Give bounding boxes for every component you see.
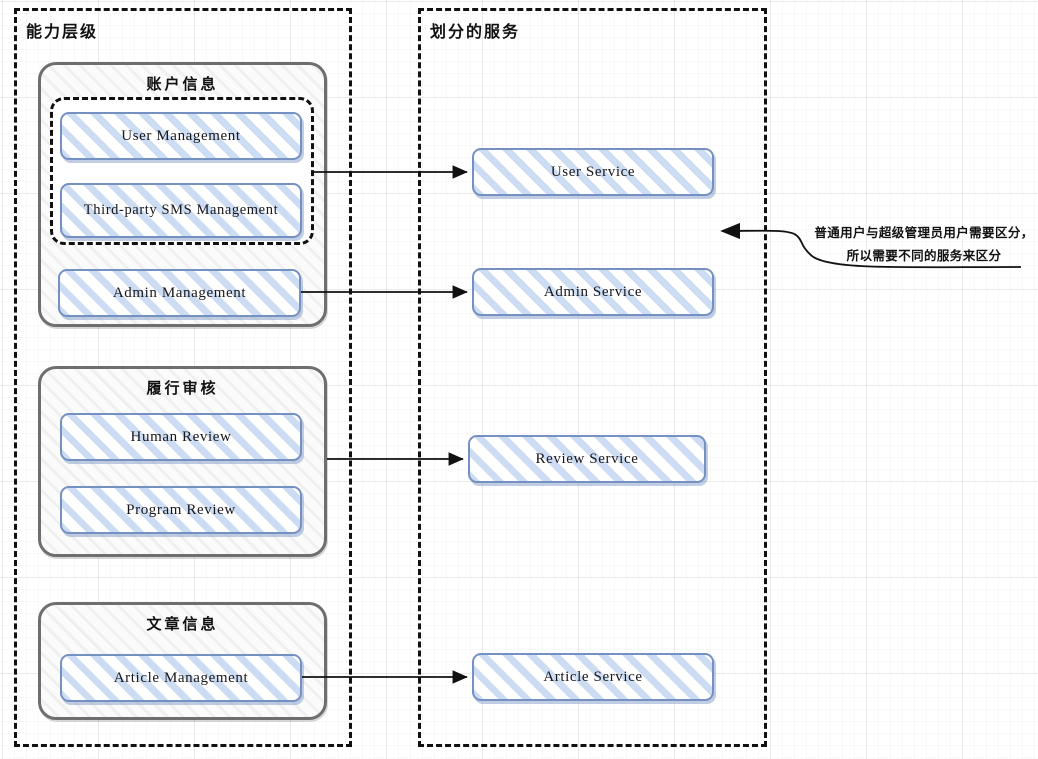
annotation-note-text: 普通用户与超级管理员用户需要区分，所以需要不同的服务来区分 (814, 226, 1034, 264)
capability-third-party-sms-management[interactable]: Third-party SMS Management (60, 183, 302, 238)
service-user-service-label: User Service (550, 163, 636, 180)
capability-article-management-label: Article Management (113, 669, 249, 686)
capability-human-review-label: Human Review (130, 428, 232, 445)
capability-program-review[interactable]: Program Review (60, 486, 302, 534)
lane-capability-levels (14, 8, 352, 747)
capability-program-review-label: Program Review (126, 501, 236, 518)
service-user-service[interactable]: User Service (472, 148, 714, 196)
lane-capability-levels-title: 能力层级 (26, 24, 99, 41)
capability-user-management[interactable]: User Management (60, 112, 302, 160)
annotation-note: 普通用户与超级管理员用户需要区分，所以需要不同的服务来区分 (812, 222, 1036, 268)
service-admin-service-label: Admin Service (543, 283, 643, 300)
service-article-service[interactable]: Article Service (472, 653, 714, 701)
service-review-service[interactable]: Review Service (468, 435, 706, 483)
capability-group-review-title: 履行审核 (146, 381, 219, 397)
capability-admin-management-label: Admin Management (112, 284, 247, 301)
capability-user-management-label: User Management (121, 127, 241, 144)
capability-article-management[interactable]: Article Management (60, 654, 302, 702)
capability-group-account-info-title: 账户信息 (146, 77, 219, 93)
capability-third-party-sms-management-label: Third-party SMS Management (83, 201, 279, 218)
service-admin-service[interactable]: Admin Service (472, 268, 714, 316)
service-review-service-label: Review Service (535, 450, 639, 467)
capability-admin-management[interactable]: Admin Management (58, 269, 301, 317)
service-article-service-label: Article Service (543, 668, 643, 685)
capability-human-review[interactable]: Human Review (60, 413, 302, 461)
lane-divided-services (418, 8, 767, 747)
lane-divided-services-title: 划分的服务 (430, 24, 521, 41)
capability-group-article-info-title: 文章信息 (146, 617, 219, 633)
